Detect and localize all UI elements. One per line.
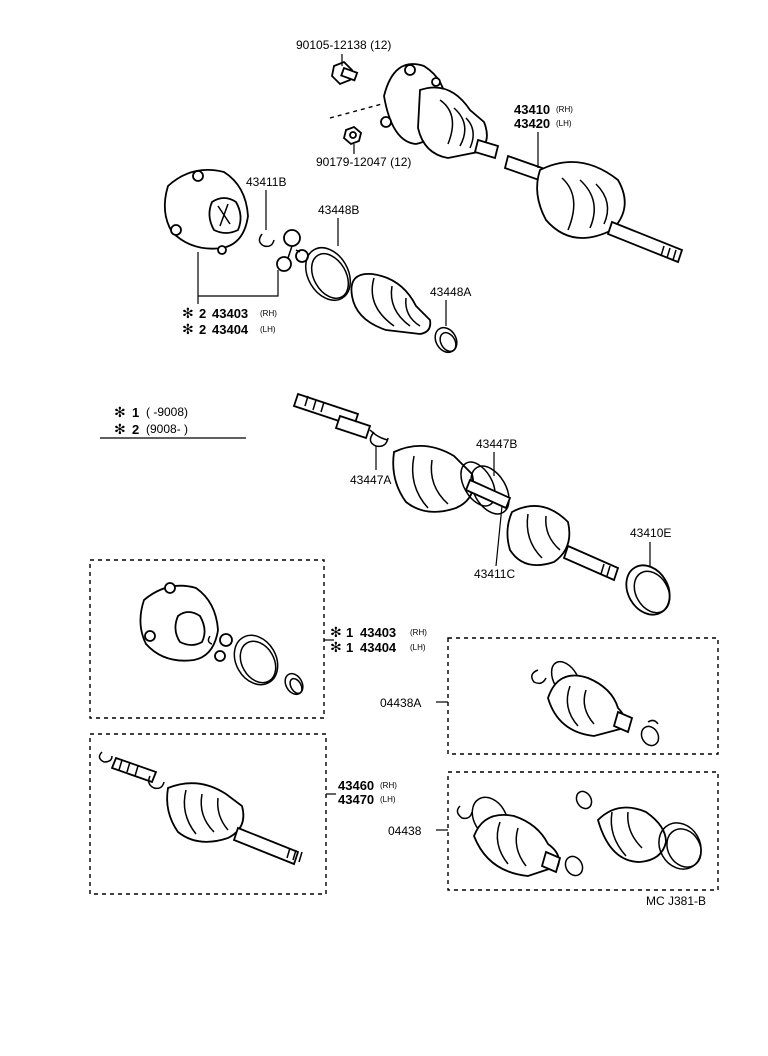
drive-shaft-assembly [98, 751, 303, 866]
label-43404-box: 43404 [360, 640, 397, 655]
marker-star: ✻ [330, 640, 342, 656]
marker-star: ✻ [330, 625, 342, 641]
legend-1-range: ( -9008) [146, 405, 188, 419]
kit-box-boot-kit [447, 771, 719, 891]
boot-clamp-small-icon [284, 672, 304, 696]
nut-icon [342, 125, 363, 146]
label-43410: 43410 [514, 102, 550, 117]
legend-two: 2 [132, 422, 139, 437]
label-43403-top-side: (RH) [260, 309, 277, 318]
inner-joint-housing [163, 168, 249, 255]
label-43470-side: (LH) [380, 795, 396, 804]
kit-box-drive-shaft [89, 733, 327, 895]
snap-ring-icon [258, 233, 275, 248]
label-43460-side: (RH) [380, 781, 397, 790]
outer-hub-assembly [329, 60, 684, 264]
label-43411b: 43411B [246, 175, 286, 189]
label-43404-box-side: (LH) [410, 643, 426, 652]
label-43470: 43470 [338, 792, 374, 807]
legend-2-range: (9008- ) [146, 422, 188, 436]
label-43403-top: 43403 [212, 306, 248, 321]
label-43447a: 43447A [350, 473, 391, 487]
kit-box-boot-kit-a [447, 637, 719, 755]
label-43447b: 43447B [476, 437, 517, 451]
kit-box-inner-joint [89, 559, 325, 719]
legend-one: 1 [132, 405, 139, 420]
label-04438a: 04438A [380, 696, 421, 710]
dust-cover-icon [625, 564, 671, 616]
label-43420-side: (LH) [556, 119, 572, 128]
label-43403-box: 43403 [360, 625, 396, 640]
tripod-joint-icon [207, 633, 233, 662]
label-04438: 04438 [388, 824, 422, 838]
label-43410-side: (RH) [556, 105, 573, 114]
marker-one: 1 [346, 640, 353, 655]
boot-icon [350, 273, 432, 335]
label-43460: 43460 [338, 778, 374, 793]
label-43448a: 43448A [430, 285, 471, 299]
marker-two: 2 [199, 322, 206, 337]
boot-kit-parts [456, 790, 702, 877]
legend-star: ✻ [114, 422, 126, 438]
boot-clamp-large-icon [304, 247, 352, 301]
marker-star: ✻ [182, 322, 194, 338]
label-90179-12047: 90179-12047 (12) [316, 155, 411, 169]
boot-clamp-large-icon [233, 634, 279, 686]
figure-code: MC J381-B [646, 894, 706, 908]
label-43411c: 43411C [474, 567, 515, 581]
label-43403-box-side: (RH) [410, 628, 427, 637]
marker-star: ✻ [182, 306, 194, 322]
legend-star: ✻ [114, 405, 126, 421]
label-43404-top-side: (LH) [260, 325, 276, 334]
label-43420: 43420 [514, 116, 550, 131]
tripod-joint-icon [276, 229, 309, 272]
label-43404-top: 43404 [212, 322, 249, 337]
label-43448b: 43448B [318, 203, 359, 217]
boot-clamp-small-icon [434, 326, 458, 354]
boot-kit-a-parts [531, 660, 660, 747]
inner-joint-housing [139, 582, 219, 662]
drive-shaft-assembly [292, 392, 620, 582]
label-90105-12138: 90105-12138 (12) [296, 38, 391, 52]
marker-two: 2 [199, 306, 206, 321]
legend: ✻ 1 ( -9008) ✻ 2 (9008- ) [100, 405, 246, 439]
bolt-icon [331, 60, 359, 86]
label-43410e: 43410E [630, 526, 671, 540]
marker-one: 1 [346, 625, 353, 640]
